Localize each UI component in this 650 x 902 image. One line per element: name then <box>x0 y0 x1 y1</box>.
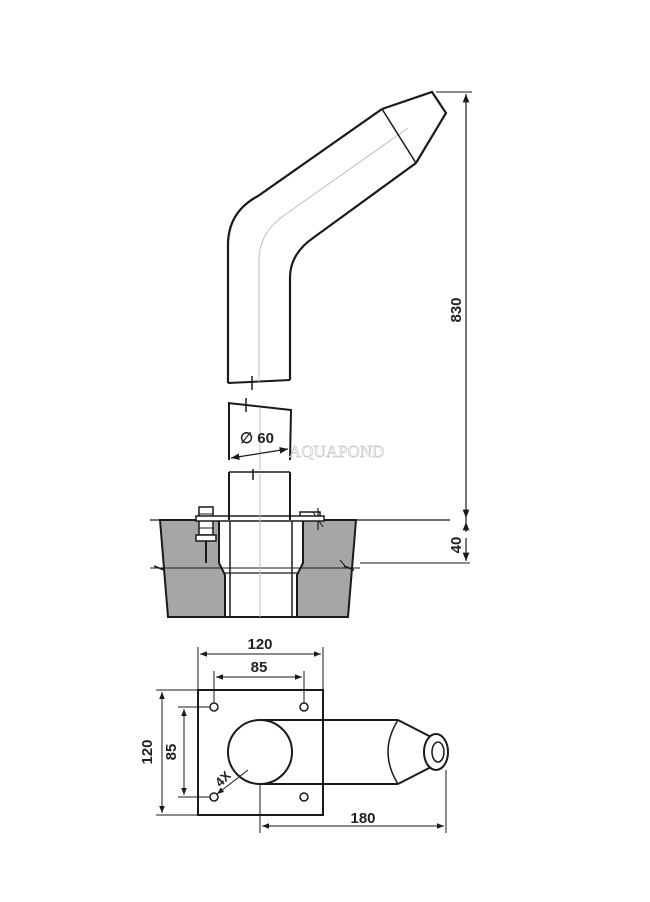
height-label: 830 <box>448 297 465 322</box>
top-view <box>156 647 449 833</box>
pipe-circle <box>227 719 293 785</box>
pipe-lower <box>228 471 291 617</box>
plate-width-dimension <box>197 647 324 690</box>
hole-spacing-y-label: 85 <box>163 744 180 761</box>
hole-leader <box>216 769 249 795</box>
side-view <box>150 90 472 618</box>
length-label: 180 <box>350 810 375 827</box>
hole-spacing-y-dimension <box>178 706 210 798</box>
hole-spacing-x-label: 85 <box>251 659 268 676</box>
brand-watermark: AQUAPOND <box>289 442 384 461</box>
height-dimension <box>436 91 472 518</box>
pipe-upper-bent <box>226 108 417 390</box>
diameter-dimension <box>230 446 289 461</box>
length-dimension <box>259 770 447 833</box>
plate-width-label: 120 <box>247 636 272 653</box>
diameter-label: ∅ 60 <box>240 430 274 447</box>
nozzle-end <box>423 733 449 771</box>
plate-height-dimension <box>156 689 198 816</box>
hole-spacing-x-dimension <box>213 671 305 703</box>
concrete-base <box>150 519 470 618</box>
mounting-hole <box>299 792 309 802</box>
plate-height-label: 120 <box>139 739 156 764</box>
pipe-top-outline <box>260 719 434 785</box>
pipe-middle <box>227 398 293 480</box>
depth-label: 40 <box>448 537 465 554</box>
nozzle-cone <box>381 90 448 164</box>
